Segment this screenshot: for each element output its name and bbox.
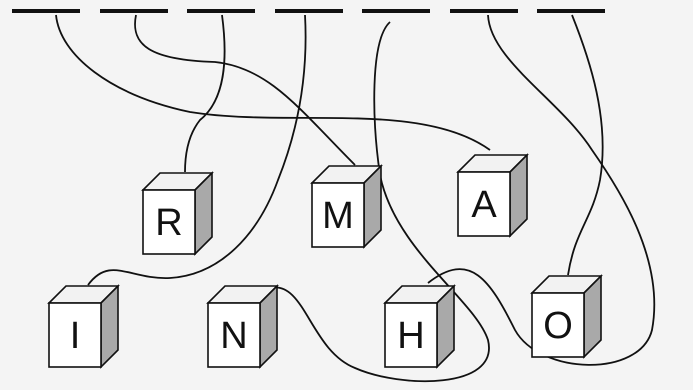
cube-letter-h: H xyxy=(397,315,424,357)
cube-letter-a: A xyxy=(471,184,497,226)
cube-o: O xyxy=(532,276,601,357)
cube-h: H xyxy=(385,286,454,367)
cube-letter-o: O xyxy=(543,305,573,347)
connector-blank3-cube-r xyxy=(185,15,225,172)
cube-letter-m: M xyxy=(322,195,354,237)
connector-blank2-cube-m xyxy=(135,15,355,165)
connector-blank7-cube-n xyxy=(568,15,603,275)
cube-letter-n: N xyxy=(220,315,247,357)
cube-letter-i: I xyxy=(70,315,81,357)
cube-letter-r: R xyxy=(155,202,182,244)
connector-blank1-cube-a xyxy=(56,15,490,150)
cube-r: R xyxy=(143,173,212,254)
cube-n: N xyxy=(208,286,277,367)
cube-i: I xyxy=(49,286,118,367)
cube-a: A xyxy=(458,155,527,236)
cube-m: M xyxy=(312,166,381,247)
